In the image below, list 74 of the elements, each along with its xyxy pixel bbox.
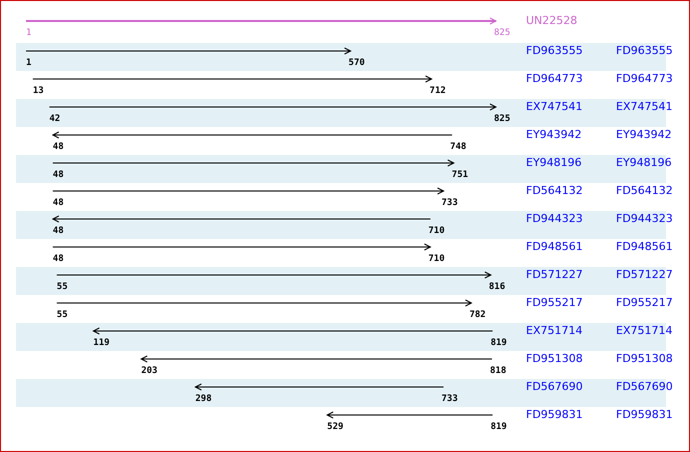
alignment-arrow <box>326 412 494 418</box>
alignment-arrow <box>52 216 431 222</box>
position-number: 818 <box>490 359 506 376</box>
accession-link: FD948561 <box>526 240 583 253</box>
alignment-arrow <box>52 160 454 166</box>
accession-link: FD567690 <box>526 380 583 393</box>
position-number: 570 <box>348 51 365 68</box>
accession-link: FD963555 <box>526 44 583 57</box>
accession-link: FD955217 <box>616 296 673 309</box>
position-number: 748 <box>450 135 466 152</box>
accession-link: FD959831 <box>616 408 673 421</box>
position-number: 825 <box>494 107 510 124</box>
position-number: 733 <box>442 191 458 208</box>
accession-link: EY948196 <box>616 156 672 169</box>
position-number: 710 <box>428 247 445 264</box>
accession-link: EX751714 <box>526 324 582 337</box>
alignment-arrow <box>52 188 444 194</box>
alignment-arrow <box>194 384 444 390</box>
position-number: 825 <box>494 21 510 38</box>
alignment-arrow <box>140 356 492 362</box>
accession-link: FD571227 <box>616 268 673 281</box>
position-number: 819 <box>490 415 507 432</box>
alignment-arrow <box>32 76 432 82</box>
alignment-arrow <box>26 48 352 54</box>
accession-link: FD951308 <box>616 352 673 365</box>
accession-link: FD951308 <box>526 352 583 365</box>
accession-link: EY943942 <box>616 128 672 141</box>
position-number: 119 <box>93 331 110 348</box>
position-number: 55 <box>56 303 68 320</box>
cluster-id: UN22528 <box>526 14 578 27</box>
position-number: 782 <box>469 303 486 320</box>
position-number: 733 <box>442 387 458 404</box>
accession-link: FD944323 <box>616 212 673 225</box>
position-number: 751 <box>452 163 468 180</box>
accession-link: FD567690 <box>616 380 673 393</box>
accession-link: FD955217 <box>526 296 583 309</box>
alignment-arrow <box>26 18 496 24</box>
position-number: 1 <box>26 51 32 68</box>
alignment-arrow <box>56 272 492 278</box>
position-number: 42 <box>49 107 60 124</box>
position-number: 529 <box>327 415 344 432</box>
position-number: 1 <box>26 21 32 38</box>
accession-link: FD948561 <box>616 240 673 253</box>
position-number: 710 <box>428 219 445 236</box>
accession-link: FD564132 <box>616 184 673 197</box>
alignment-arrow <box>48 104 496 110</box>
accession-link: EY943942 <box>526 128 582 141</box>
alignment-arrow <box>52 132 453 138</box>
alignment-arrow <box>52 244 431 250</box>
position-number: 712 <box>430 79 446 96</box>
position-number: 816 <box>488 275 506 292</box>
accession-link: EX747541 <box>526 100 582 113</box>
accession-link: FD571227 <box>526 268 583 281</box>
position-number: 13 <box>32 79 44 96</box>
position-number: 298 <box>195 387 212 404</box>
accession-link: FD964773 <box>616 72 673 85</box>
accession-link: FD964773 <box>526 72 583 85</box>
position-number: 48 <box>52 219 64 236</box>
accession-link: FD959831 <box>526 408 583 421</box>
accession-link: EY948196 <box>526 156 582 169</box>
accession-link: FD963555 <box>616 44 673 57</box>
position-number: 48 <box>52 135 64 152</box>
accession-link: EX747541 <box>616 100 672 113</box>
position-number: 203 <box>141 359 158 376</box>
alignment-arrow <box>92 328 494 334</box>
accession-link: EX751714 <box>616 324 672 337</box>
position-number: 48 <box>52 163 64 180</box>
accession-link: FD564132 <box>526 184 583 197</box>
position-number: 819 <box>490 331 507 348</box>
accession-link: FD944323 <box>526 212 583 225</box>
position-number: 48 <box>52 191 64 208</box>
position-number: 48 <box>52 247 64 264</box>
position-number: 55 <box>56 275 68 292</box>
alignment-arrow <box>56 300 472 306</box>
